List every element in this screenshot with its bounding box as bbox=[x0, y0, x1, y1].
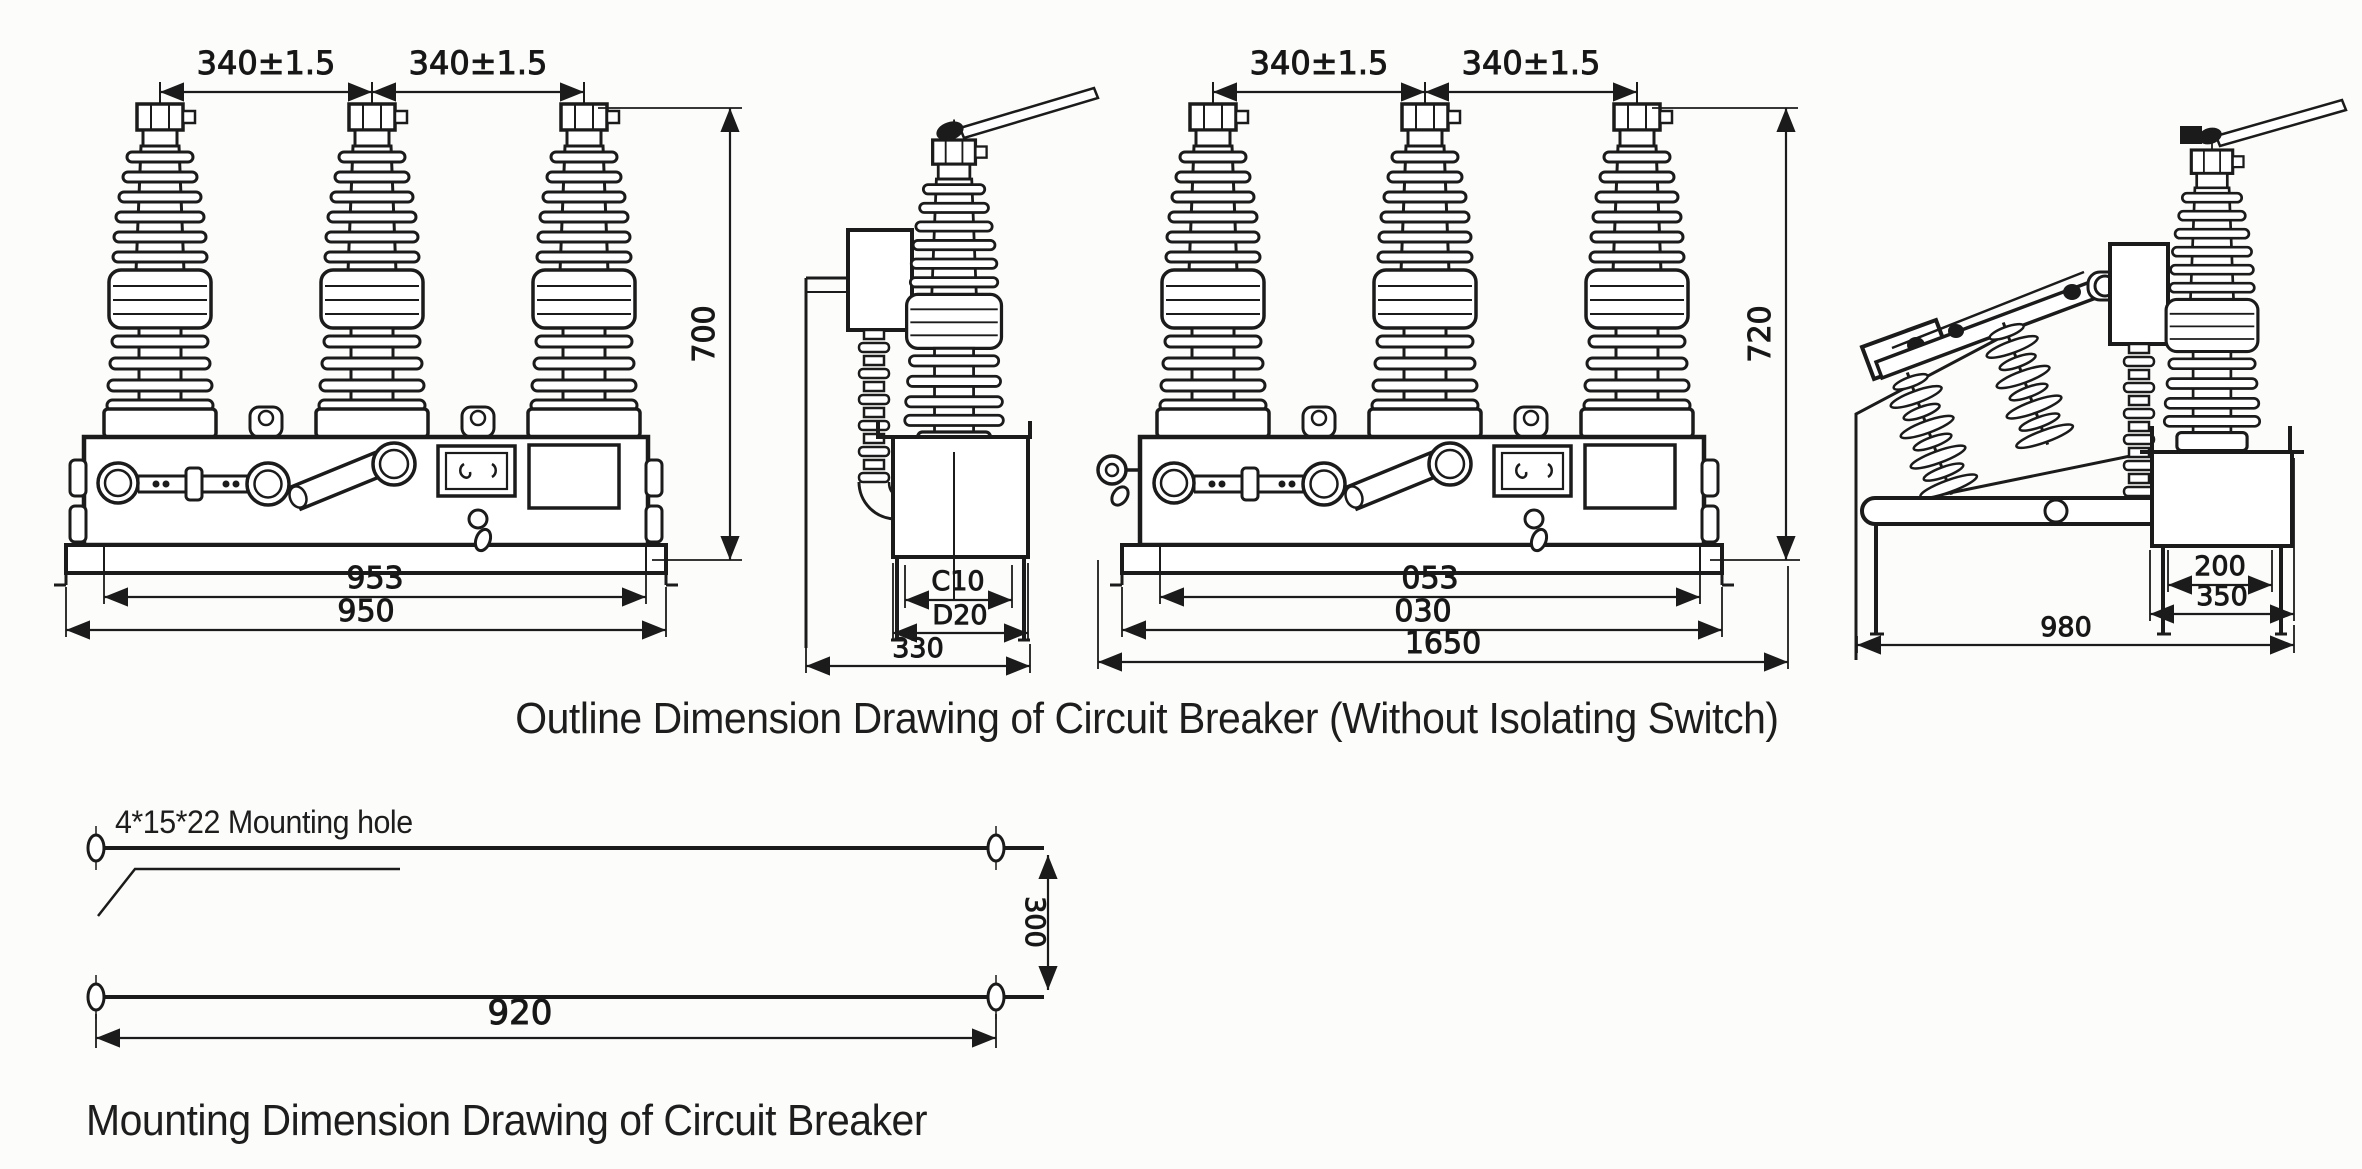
dim-mounting-height-text: 300 bbox=[1019, 896, 1050, 948]
operating-lever-2 bbox=[2214, 98, 2348, 148]
leader-line bbox=[97, 867, 400, 917]
dim-height: 700 bbox=[687, 305, 722, 362]
dim-width-inner: 953 bbox=[346, 561, 403, 596]
pull-ring bbox=[1096, 454, 1142, 507]
mechanism-front-switch bbox=[1152, 441, 1677, 553]
mounting-holes bbox=[86, 826, 1006, 1019]
dim-length-overall: 1650 bbox=[1405, 626, 1481, 661]
outline-drawing-caption: Outline Dimension Drawing of Circuit Bre… bbox=[515, 694, 1779, 743]
dim-phase-spacing: 340±1.5 340±1.5 bbox=[159, 44, 585, 102]
dim-depth-inner-2: 200 bbox=[2194, 551, 2246, 582]
dim-phase-left: 340±1.5 bbox=[197, 44, 336, 82]
dim-depth-side: C10 D20 330 bbox=[805, 563, 1031, 676]
dim-mounting-width: 920 bbox=[95, 993, 997, 1048]
isolating-switch-arm bbox=[1859, 270, 2126, 507]
dim-depth-middle: D20 bbox=[932, 600, 987, 631]
dim-depth-middle-2: 350 bbox=[2196, 581, 2248, 612]
mounting-dimension-view: 300 920 bbox=[86, 826, 1058, 1048]
dim-depth-overall: 330 bbox=[892, 633, 944, 664]
dim-phase-left-2: 340±1.5 bbox=[1250, 44, 1389, 82]
dim-height-2: 720 bbox=[1743, 305, 1778, 362]
dim-width-inner-2: 053 bbox=[1401, 561, 1458, 596]
dim-depth-inner: C10 bbox=[931, 566, 984, 597]
dim-mounting-width-text: 920 bbox=[488, 993, 553, 1033]
dim-mounting-height: 300 bbox=[1019, 855, 1058, 990]
dim-width-front-switch: 053 030 1650 bbox=[1097, 560, 1789, 672]
dim-depth-overall-2: 980 bbox=[2040, 612, 2092, 643]
dim-phase-right-2: 340±1.5 bbox=[1462, 44, 1601, 82]
mounting-drawing-caption: Mounting Dimension Drawing of Circuit Br… bbox=[86, 1096, 928, 1145]
dim-phase-spacing-switch: 340±1.5 340±1.5 bbox=[1212, 44, 1638, 102]
dim-width-front: 953 950 bbox=[65, 561, 667, 640]
front-view-with-switch: 340±1.5 340±1.5 720 053 030 1650 bbox=[1096, 44, 1800, 672]
mechanism-front bbox=[96, 441, 621, 553]
side-view-with-switch: 200 350 980 bbox=[1854, 98, 2348, 660]
dim-width-middle-2: 030 bbox=[1394, 594, 1451, 629]
dim-phase-right: 340±1.5 bbox=[409, 44, 548, 82]
operating-lever bbox=[958, 86, 1100, 140]
mounting-hole-label: 4*15*22 Mounting hole bbox=[115, 804, 413, 840]
front-view-without-switch: 340±1.5 340±1.5 700 953 950 bbox=[54, 44, 742, 640]
dim-width-overall: 950 bbox=[337, 594, 394, 629]
dim-depth-side-switch: 200 350 980 bbox=[1856, 458, 2295, 655]
side-view-without-switch: C10 D20 330 bbox=[804, 86, 1100, 676]
dim-height-720: 720 bbox=[1652, 107, 1800, 561]
dim-height-700: 700 bbox=[598, 107, 742, 561]
